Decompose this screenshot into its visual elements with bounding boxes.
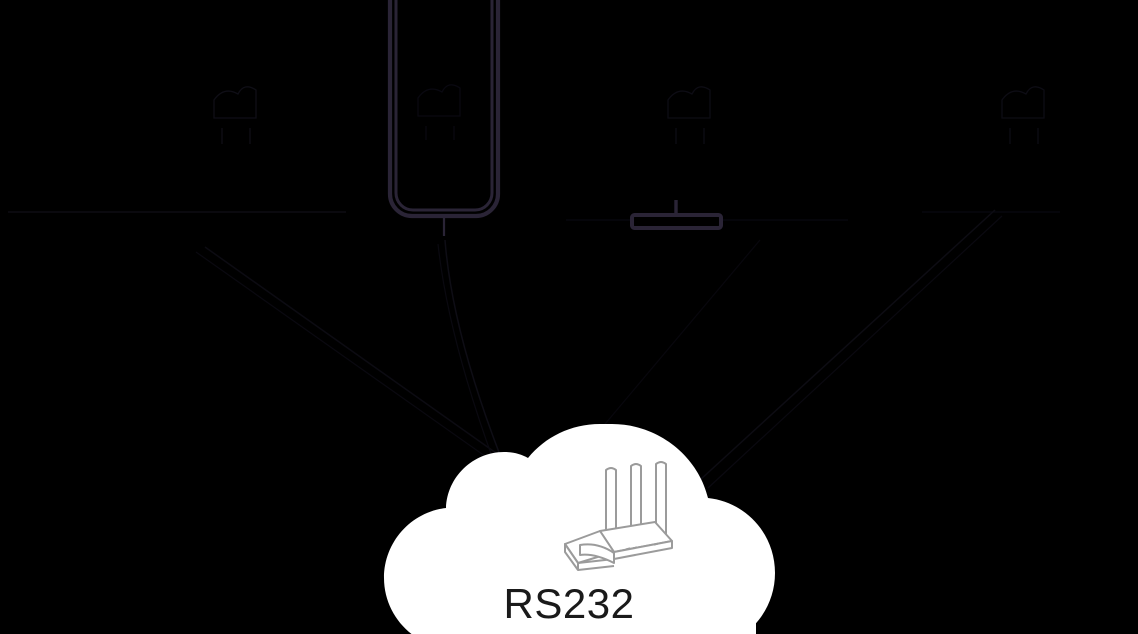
faint-device-center-icon bbox=[667, 86, 711, 144]
connector-right-to-cloud bbox=[699, 209, 996, 481]
faint-device-right-icon bbox=[1001, 86, 1045, 144]
connector-monitor-to-cloud bbox=[599, 239, 761, 431]
faint-phone-screen-glyph bbox=[417, 84, 461, 140]
cloud-shape bbox=[384, 424, 775, 634]
connector-right2-to-cloud bbox=[707, 215, 1003, 489]
cloud-base-fill bbox=[466, 596, 756, 634]
connector-phone2-to-cloud bbox=[437, 243, 495, 463]
faint-device-left-icon bbox=[213, 86, 257, 144]
phone-inner-frame bbox=[394, 0, 494, 212]
router-front-panel bbox=[579, 543, 615, 564]
router-port-vents bbox=[625, 543, 659, 550]
monitor-stand-base bbox=[630, 213, 723, 230]
connector-left2-to-cloud bbox=[195, 251, 517, 479]
connector-phone-to-cloud bbox=[444, 239, 501, 456]
connector-left-to-cloud bbox=[204, 246, 521, 471]
router-icon bbox=[564, 461, 673, 571]
